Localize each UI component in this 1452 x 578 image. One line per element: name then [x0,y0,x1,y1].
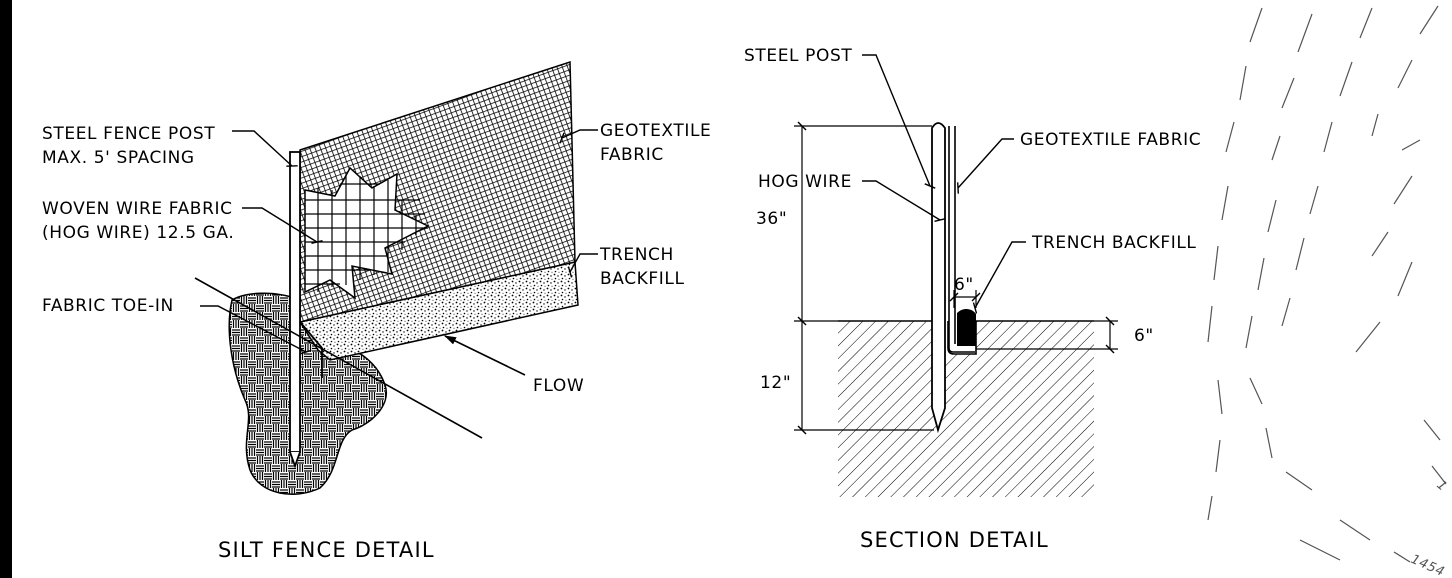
contour-line-2b [1245,199,1277,349]
ground-line [194,277,483,439]
leader-trench-backfill-section [972,241,1026,314]
label-steel-fence-post: STEEL FENCE POST [42,124,215,144]
label-trench: TRENCH [599,245,674,265]
label-trench-backfill-section: TRENCH BACKFILL [1031,233,1196,253]
contour-line-1b [1207,185,1229,343]
title-section-detail: SECTION DETAIL [860,528,1049,552]
leader-geotextile [559,129,598,144]
leader-trench-backfill [567,253,598,278]
contour-line-3a [1323,7,1373,153]
contour-line-4b [1371,139,1421,257]
label-hog-wire-gauge: (HOG WIRE) 12.5 GA. [42,223,234,243]
label-post-spacing: MAX. 5' SPACING [42,148,195,168]
steel-post-section [931,122,946,434]
contour-label-1454: 1454 [1408,552,1447,578]
sheet-border-bar [0,0,12,578]
label-geotextile: GEOTEXTILE [600,121,711,141]
contour-lines [1207,5,1447,563]
label-hog-wire: HOG WIRE [758,172,852,192]
leader-steel-fence-post [232,130,298,167]
section-detail: STEEL POST GEOTEXTILE FABRIC HOG WIRE TR… [744,46,1201,552]
contour-line-5 [1299,539,1341,561]
dim-text-36: 36" [756,209,787,229]
contour-label-partial: 1 [1433,478,1449,495]
trench-outline [947,321,977,355]
hog-wire-grid [305,176,428,292]
label-flow: FLOW [533,376,584,396]
leader-geotextile-fabric [956,138,1014,194]
dim-text-trench-depth: 6" [1134,326,1154,346]
leader-woven-wire [242,207,323,244]
contour-line-4a [1371,5,1439,137]
contour-line-3b [1281,185,1319,327]
leader-fabric-toe-in [200,305,312,355]
contour-line-4c [1423,419,1447,485]
contour-line-2c [1249,377,1313,491]
contour-line-2a [1271,13,1313,161]
trench-backfill-fill [957,308,976,346]
label-steel-post: STEEL POST [744,46,852,66]
label-backfill: BACKFILL [600,269,685,289]
label-geotextile-fabric-section: GEOTEXTILE FABRIC [1020,130,1201,150]
leader-hog-wire [862,180,946,223]
label-fabric-toe-in: FABRIC TOE-IN [42,296,174,316]
contour-line-2d [1339,519,1411,563]
flow-arrow [444,335,526,376]
silt-fence-detail: STEEL FENCE POST MAX. 5' SPACING WOVEN W… [42,60,711,562]
dim-text-trench-width: 6" [954,275,974,295]
geotextile-fabric-line [948,126,975,353]
dim-text-12: 12" [760,373,791,393]
post-tip [289,451,301,469]
steel-fence-post [289,151,301,453]
contour-line-1a [1225,7,1263,153]
label-woven-wire: WOVEN WIRE FABRIC [42,199,233,219]
contour-line-1c [1207,379,1223,521]
label-geotextile-fabric: FABRIC [600,145,664,165]
title-silt-fence-detail: SILT FENCE DETAIL [218,538,435,562]
contour-line-3c [1355,261,1413,353]
leader-steel-post [862,54,936,189]
